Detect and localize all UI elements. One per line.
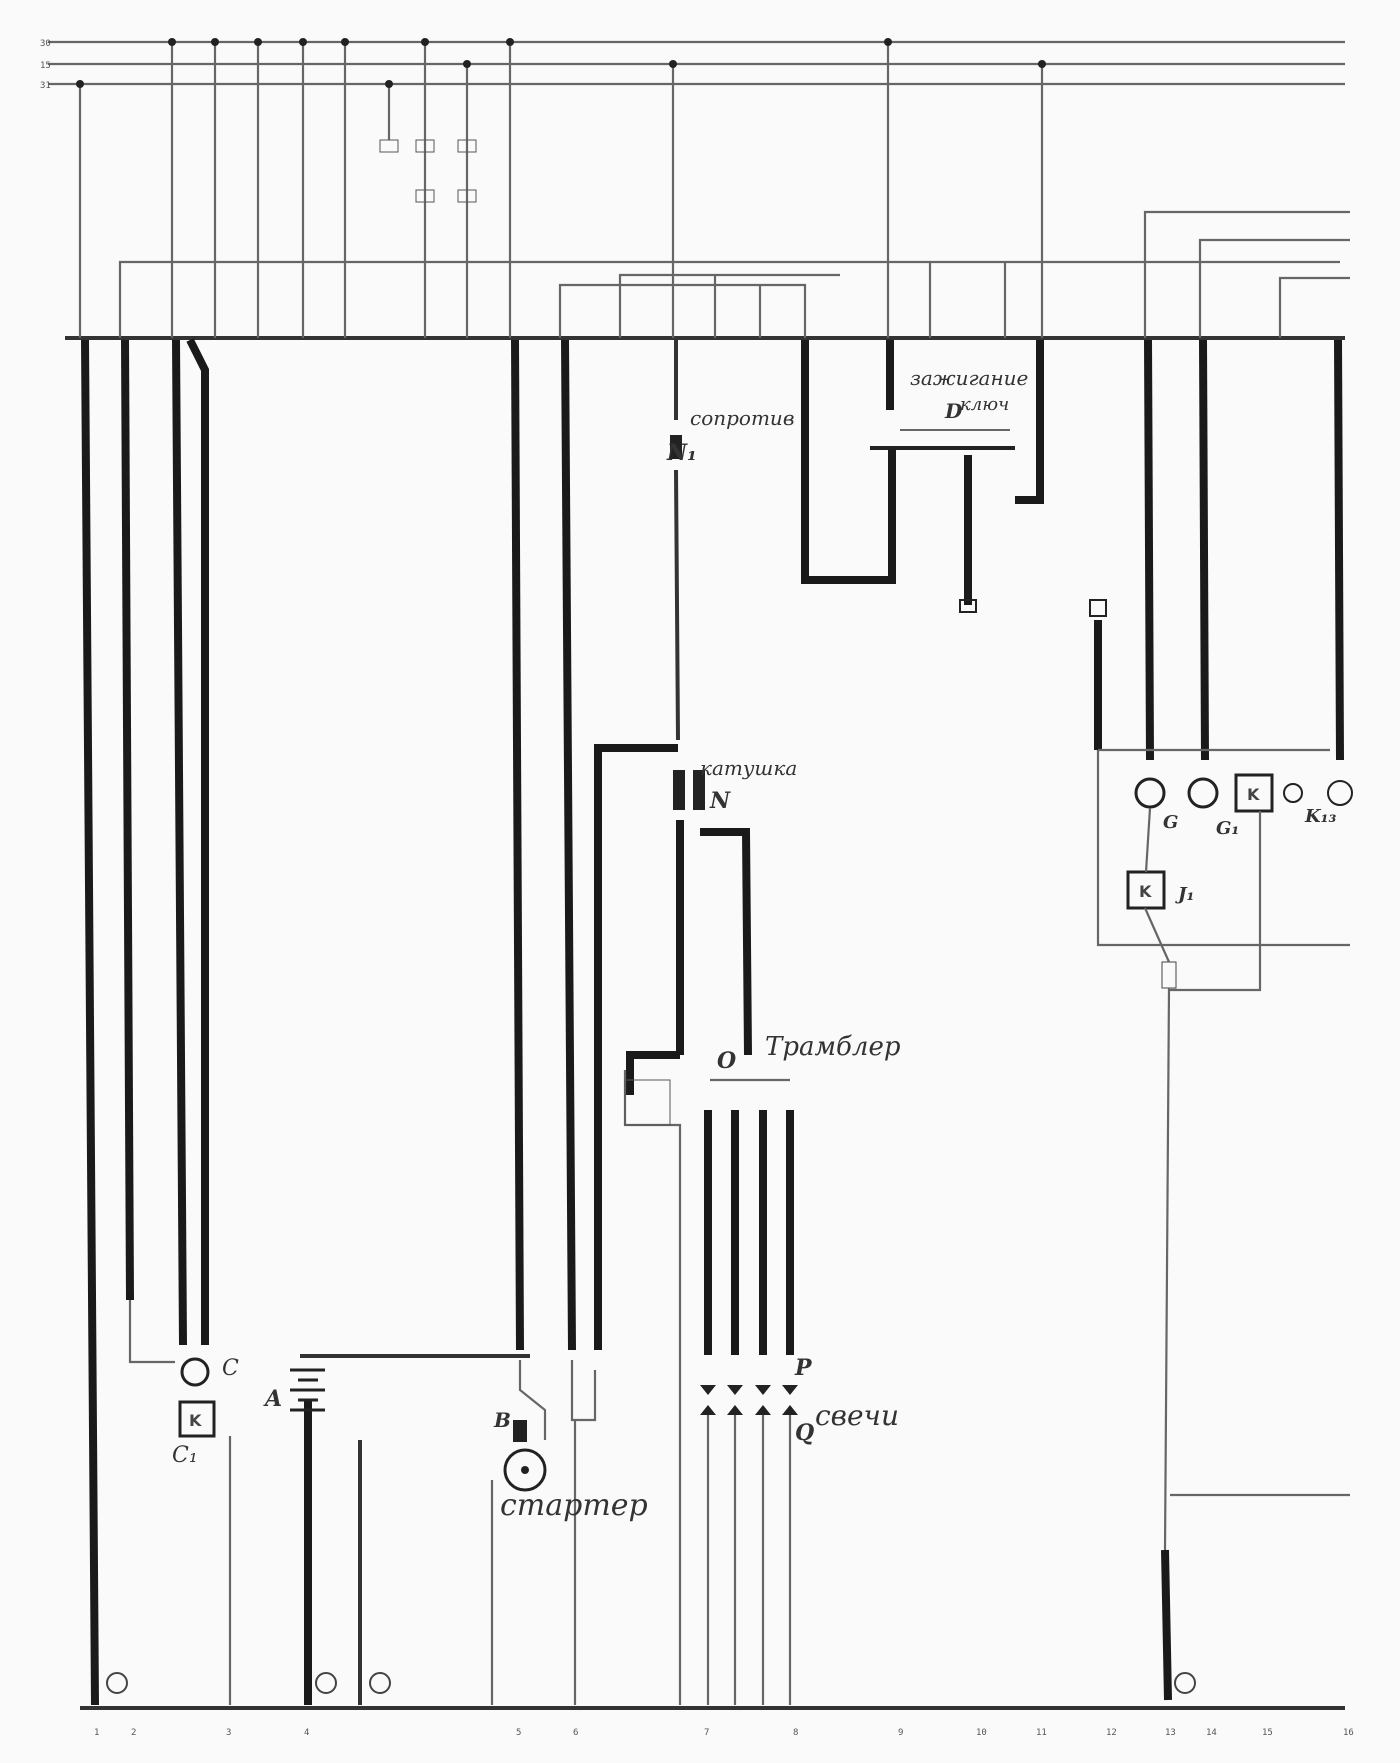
label-c1: C₁ bbox=[172, 1443, 198, 1468]
col-6: 6 bbox=[573, 1728, 578, 1738]
col-1: 1 bbox=[94, 1728, 99, 1738]
col-4: 4 bbox=[304, 1728, 309, 1738]
relay-j1-symbol: K bbox=[1139, 882, 1152, 901]
top-fuse-tabs bbox=[379, 139, 477, 203]
col-12: 12 bbox=[1106, 1728, 1117, 1738]
ignition-label-line2: ключ bbox=[960, 394, 1009, 415]
label-n1: N₁ bbox=[666, 440, 697, 466]
instrument-cluster: K G G₁ K₁₃ K J₁ bbox=[1089, 339, 1353, 1701]
ignition-coil-circuit: N₁ сопротив N катушка bbox=[594, 340, 797, 1350]
col-5: 5 bbox=[516, 1728, 521, 1738]
label-o: O bbox=[717, 1048, 736, 1074]
bus-drops bbox=[76, 38, 1046, 338]
distributor-label: Трамблер bbox=[765, 1032, 901, 1062]
col-7: 7 bbox=[704, 1728, 709, 1738]
label-q: Q bbox=[795, 1420, 814, 1446]
ignition-label-line1: зажигание bbox=[910, 366, 1028, 390]
starter-motor: B стартер bbox=[490, 1360, 648, 1705]
col-11: 11 bbox=[1036, 1728, 1047, 1738]
resistor-label: сопротив bbox=[690, 406, 794, 430]
bottom-column-numbers: 1 2 3 4 5 6 7 8 9 10 11 12 13 14 15 16 bbox=[94, 1728, 1354, 1738]
col-13: 13 bbox=[1165, 1728, 1176, 1738]
col-10: 10 bbox=[976, 1728, 987, 1738]
label-g: G bbox=[1163, 812, 1178, 833]
col-2: 2 bbox=[131, 1728, 136, 1738]
col-15: 15 bbox=[1262, 1728, 1273, 1738]
label-n: N bbox=[709, 788, 731, 814]
bus-label-15: 15 bbox=[40, 61, 51, 71]
col-16: 16 bbox=[1343, 1728, 1354, 1738]
label-p: P bbox=[794, 1355, 813, 1381]
label-d: D bbox=[944, 399, 963, 423]
label-a: A bbox=[263, 1386, 282, 1412]
bus-label-30: 30 bbox=[40, 39, 51, 49]
starter-label: стартер bbox=[500, 1488, 648, 1523]
label-c: C bbox=[222, 1356, 239, 1381]
col-9: 9 bbox=[898, 1728, 903, 1738]
label-g1: G₁ bbox=[1216, 818, 1239, 839]
col-8: 8 bbox=[793, 1728, 798, 1738]
distributor-and-plugs: O Трамблер P Q свечи bbox=[623, 1032, 901, 1705]
col-14: 14 bbox=[1206, 1728, 1217, 1738]
col-3: 3 bbox=[226, 1728, 231, 1738]
ignition-switch-d: D зажигание ключ bbox=[801, 340, 1044, 613]
relay-k2-symbol: K bbox=[1247, 785, 1260, 804]
spark-plugs-label: свечи bbox=[815, 1399, 899, 1432]
thick-wires-left bbox=[81, 338, 576, 1706]
label-j1: J₁ bbox=[1175, 884, 1194, 905]
upper-distribution bbox=[118, 210, 1350, 338]
component-c: K C C₁ bbox=[128, 1300, 239, 1705]
bus-label-31: 31 bbox=[40, 81, 51, 91]
battery-a: A bbox=[106, 1354, 530, 1694]
relay-k-symbol: K bbox=[189, 1411, 202, 1430]
label-k13: K₁₃ bbox=[1304, 806, 1337, 827]
label-b: B bbox=[493, 1408, 511, 1432]
coil-label: катушка bbox=[700, 756, 797, 780]
top-bus-lines: 30 15 31 bbox=[40, 39, 1345, 91]
